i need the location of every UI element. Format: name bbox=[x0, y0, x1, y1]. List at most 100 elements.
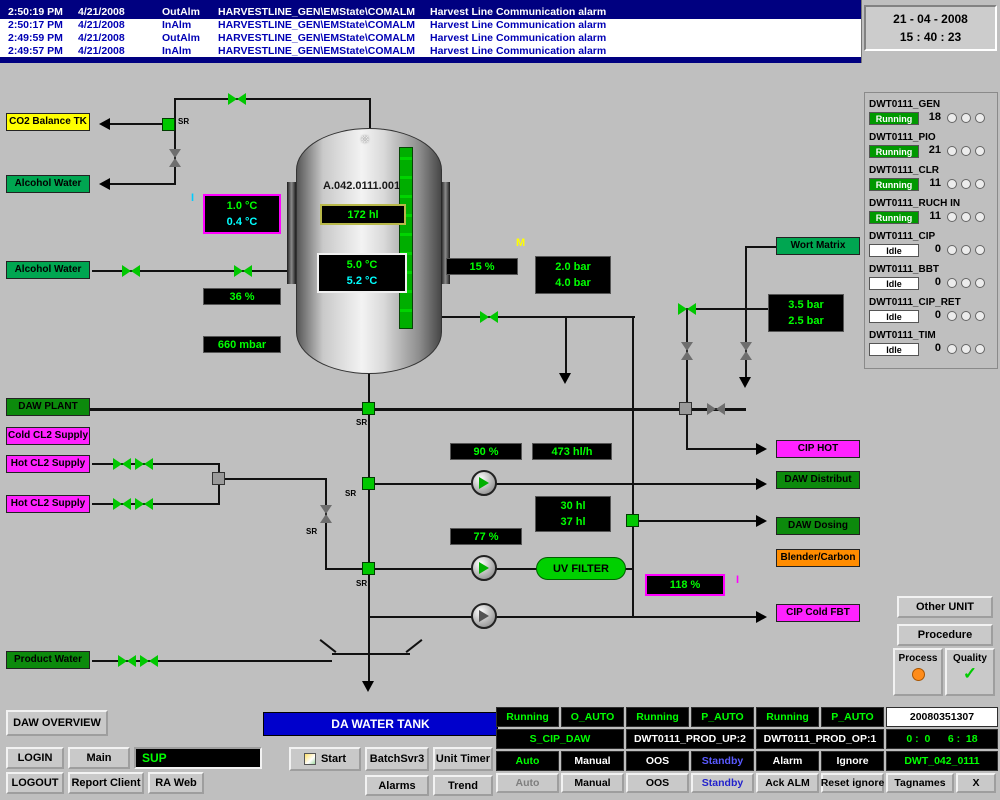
valve-icon[interactable] bbox=[113, 498, 131, 510]
route-label-cip-cold-fbt[interactable]: CIP Cold FBT bbox=[776, 604, 860, 622]
batch-id-cell: 20080351307 bbox=[886, 707, 998, 727]
unit-row[interactable]: DWT0111_RUCH IN Running 11 bbox=[869, 198, 995, 229]
route-label-daw-dosing[interactable]: DAW Dosing bbox=[776, 517, 860, 535]
sample-valve-icon[interactable] bbox=[362, 562, 375, 575]
route-label-hot-cl2-2[interactable]: Hot CL2 Supply bbox=[6, 495, 90, 513]
status-lamp-icon bbox=[975, 245, 985, 255]
valve-icon[interactable] bbox=[681, 342, 693, 360]
pump-icon[interactable] bbox=[471, 555, 497, 581]
status-lamp-icon bbox=[975, 311, 985, 321]
tagnames-button[interactable]: Tagnames bbox=[886, 773, 954, 793]
flow-arrow-icon bbox=[362, 681, 374, 692]
pipe bbox=[565, 316, 567, 374]
status-lamp-icon bbox=[961, 146, 971, 156]
status-lamp-icon bbox=[961, 278, 971, 288]
sample-valve-icon[interactable] bbox=[162, 118, 175, 131]
route-label-hot-cl2-1[interactable]: Hot CL2 Supply bbox=[6, 455, 90, 473]
route-label-cold-cl2[interactable]: Cold CL2 Supply bbox=[6, 427, 90, 445]
route-label-daw-plant[interactable]: DAW PLANT bbox=[6, 398, 90, 416]
login-button[interactable]: LOGIN bbox=[6, 747, 64, 769]
volume-display: 30 hl 37 hl bbox=[535, 496, 611, 532]
manual-button[interactable]: Manual bbox=[561, 773, 624, 793]
jacket-temp-display[interactable]: 1.0 °C 0.4 °C bbox=[203, 194, 281, 234]
unit-row[interactable]: DWT0111_GEN Running 18 bbox=[869, 99, 995, 130]
alarm-row[interactable]: 2:50:17 PM 4/21/2008 InAlm HARVESTLINE_G… bbox=[0, 19, 861, 32]
trend-button[interactable]: Trend bbox=[433, 775, 493, 796]
batchsvr-button[interactable]: BatchSvr3 bbox=[365, 747, 429, 771]
unit-lamps bbox=[947, 212, 985, 222]
pressure-display: 660 mbar bbox=[203, 336, 281, 353]
logout-button[interactable]: LOGOUT bbox=[6, 772, 64, 794]
unit-row[interactable]: DWT0111_CIP_RET Idle 0 bbox=[869, 297, 995, 328]
alarm-row[interactable]: 2:49:59 PM 4/21/2008 OutAlm HARVESTLINE_… bbox=[0, 32, 861, 45]
sample-valve-icon[interactable] bbox=[362, 477, 375, 490]
valve-icon[interactable] bbox=[113, 458, 131, 470]
route-label-co2[interactable]: CO2 Balance TK bbox=[6, 113, 90, 131]
main-button[interactable]: Main bbox=[68, 747, 130, 769]
alarm-tag: HARVESTLINE_GEN\EMState\COMALM bbox=[218, 19, 415, 32]
route-label-daw-distribut[interactable]: DAW Distribut bbox=[776, 471, 860, 489]
percent-display[interactable]: 118 % bbox=[645, 574, 725, 596]
uv-filter[interactable]: UV FILTER bbox=[536, 557, 626, 580]
junction-block-icon[interactable] bbox=[679, 402, 692, 415]
unit-name: DWT0111_BBT bbox=[869, 264, 995, 275]
alarm-row[interactable]: 2:50:19 PM 4/21/2008 OutAlm HARVESTLINE_… bbox=[0, 6, 861, 19]
valve-icon[interactable] bbox=[740, 342, 752, 360]
close-button[interactable]: X bbox=[956, 773, 996, 793]
valve-icon[interactable] bbox=[135, 498, 153, 510]
valve-icon[interactable] bbox=[234, 265, 252, 277]
process-indicator-box[interactable]: Process bbox=[893, 648, 943, 696]
start-button[interactable]: Start bbox=[289, 747, 361, 771]
auto-button[interactable]: Auto bbox=[496, 773, 559, 793]
pump-icon[interactable] bbox=[471, 470, 497, 496]
procedure-button[interactable]: Procedure bbox=[897, 624, 993, 646]
tank-body[interactable] bbox=[296, 128, 442, 374]
valve-icon[interactable] bbox=[169, 149, 181, 167]
unit-state-badge: Running bbox=[869, 145, 919, 158]
valve-icon[interactable] bbox=[228, 93, 246, 105]
ra-web-button[interactable]: RA Web bbox=[148, 772, 204, 794]
valve-icon[interactable] bbox=[707, 403, 725, 415]
flow-arrow-icon bbox=[99, 178, 110, 190]
alarms-button[interactable]: Alarms bbox=[365, 775, 429, 796]
valve-icon[interactable] bbox=[480, 311, 498, 323]
route-label-alcohol-water-2[interactable]: Alcohol Water bbox=[6, 261, 90, 279]
report-client-button[interactable]: Report Client bbox=[68, 772, 144, 794]
valve-icon[interactable] bbox=[140, 655, 158, 667]
unit-row[interactable]: DWT0111_PIO Running 21 bbox=[869, 132, 995, 163]
valve-icon[interactable] bbox=[678, 303, 696, 315]
other-unit-button[interactable]: Other UNIT bbox=[897, 596, 993, 618]
status-lamp-icon bbox=[947, 245, 957, 255]
status-cell: Auto bbox=[496, 751, 559, 771]
valve-icon[interactable] bbox=[122, 265, 140, 277]
junction-block-icon[interactable] bbox=[212, 472, 225, 485]
funnel-line bbox=[406, 639, 423, 653]
interlock-indicator: I bbox=[191, 192, 194, 204]
unit-row[interactable]: DWT0111_CIP Idle 0 bbox=[869, 231, 995, 262]
route-label-alcohol-water-1[interactable]: Alcohol Water bbox=[6, 175, 90, 193]
pipe bbox=[174, 98, 176, 185]
ack-alm-button[interactable]: Ack ALM bbox=[756, 773, 819, 793]
reset-ignore-button[interactable]: Reset ignore bbox=[821, 773, 884, 793]
valve-icon[interactable] bbox=[320, 505, 332, 523]
unit-row[interactable]: DWT0111_TIM Idle 0 bbox=[869, 330, 995, 361]
pipe-main bbox=[90, 408, 746, 411]
route-label-product-water[interactable]: Product Water bbox=[6, 651, 90, 669]
daw-overview-button[interactable]: DAW OVERVIEW bbox=[6, 710, 108, 736]
route-label-wort-matrix[interactable]: Wort Matrix bbox=[776, 237, 860, 255]
pump-icon[interactable] bbox=[471, 603, 497, 629]
standby-button[interactable]: Standby bbox=[691, 773, 754, 793]
route-label-cip-hot[interactable]: CIP HOT bbox=[776, 440, 860, 458]
sample-valve-icon[interactable] bbox=[362, 402, 375, 415]
unit-row[interactable]: DWT0111_CLR Running 11 bbox=[869, 165, 995, 196]
sample-valve-icon[interactable] bbox=[626, 514, 639, 527]
oos-button[interactable]: OOS bbox=[626, 773, 689, 793]
route-label-blender-carbon[interactable]: Blender/Carbon bbox=[776, 549, 860, 567]
valve-icon[interactable] bbox=[118, 655, 136, 667]
unit-state-badge: Idle bbox=[869, 343, 919, 356]
valve-icon[interactable] bbox=[135, 458, 153, 470]
unit-row[interactable]: DWT0111_BBT Idle 0 bbox=[869, 264, 995, 295]
quality-indicator-box[interactable]: Quality ✓ bbox=[945, 648, 995, 696]
unit-timer-button[interactable]: Unit Timer bbox=[433, 747, 493, 771]
unit-lamps bbox=[947, 278, 985, 288]
